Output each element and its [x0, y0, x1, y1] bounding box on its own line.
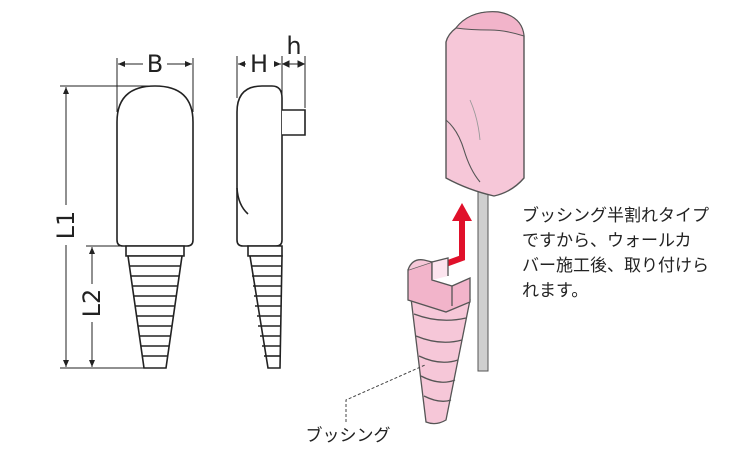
pipe [477, 184, 489, 372]
note-line: バー施工後、取り付けら [522, 256, 709, 276]
note-line: ですから、ウォールカ [522, 231, 692, 251]
dimension-b-label: B [147, 50, 163, 78]
side-neck [247, 245, 283, 257]
front-view [116, 85, 194, 369]
note-line: ブッシング半割れタイプ [522, 206, 709, 226]
bushing-callout-leader [345, 364, 426, 422]
dimension-h-lower-label: h [286, 32, 301, 60]
dimension-l1 [60, 85, 150, 369]
front-neck [125, 245, 185, 257]
note-line: れます。 [522, 281, 589, 301]
upward-arrow [438, 203, 472, 269]
dimension-b [116, 58, 194, 112]
dimension-l2-label: L2 [78, 289, 106, 318]
side-neck-curve [236, 187, 249, 215]
dimension-h-lower [281, 56, 306, 108]
front-tapered-bushing [127, 255, 183, 369]
dimension-l1-label: L1 [52, 211, 80, 240]
dimension-h-upper [236, 56, 283, 98]
dimension-h-upper-label: H [250, 50, 268, 78]
bushing-illustration [407, 257, 471, 425]
dimension-l2 [86, 245, 130, 367]
front-cap-body [116, 85, 194, 247]
bushing-body [409, 289, 471, 425]
side-view [236, 85, 306, 369]
side-cap-body [236, 85, 283, 247]
side-tapered-bushing [249, 255, 283, 369]
bushing-callout-label: ブッシング [306, 425, 391, 446]
wall-cover-cap [445, 11, 525, 197]
side-nub [282, 109, 306, 136]
installation-note: ブッシング半割れタイプ ですから、ウォールカ バー施工後、取り付けら れます。 [522, 204, 748, 304]
